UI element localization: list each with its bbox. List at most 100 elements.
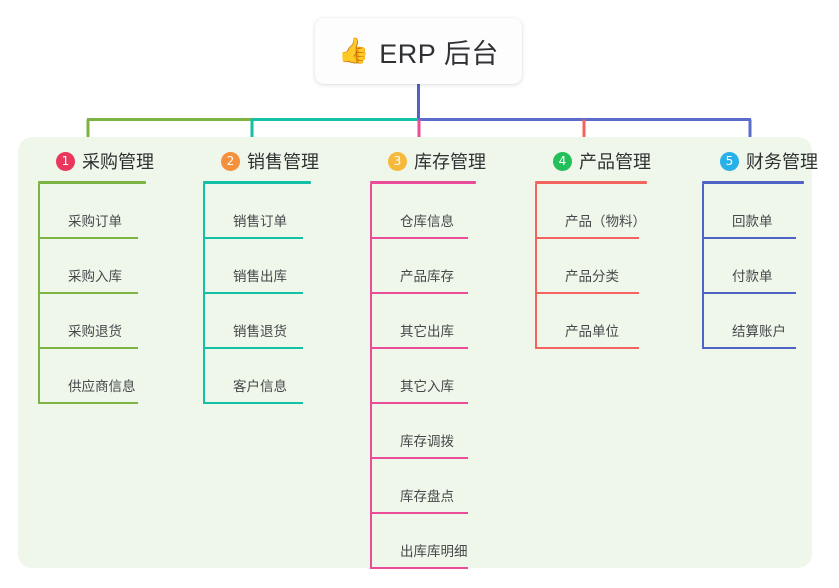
- leaf-label: 销售订单: [233, 214, 287, 229]
- branch-title: 库存管理: [414, 152, 486, 172]
- leaf-item[interactable]: 结算账户: [702, 294, 818, 349]
- leaf-label: 出库库明细: [400, 544, 468, 559]
- leaf-item[interactable]: 产品单位: [535, 294, 651, 349]
- branch-leaf-list: 产品（物料） 产品分类产品单位: [535, 184, 651, 349]
- leaf-label: 采购订单: [68, 214, 122, 229]
- leaf-label: 结算账户: [732, 324, 786, 339]
- leaf-label: 付款单: [732, 269, 773, 284]
- branch-header-rule: [535, 181, 647, 184]
- leaf-rule: [702, 237, 796, 239]
- leaf-rule: [38, 292, 138, 294]
- branch-column-库存管理: 3 库存管理仓库信息产品库存其它出库其它入库库存调拨库存盘点出库库明细: [370, 148, 486, 569]
- leaf-rule: [702, 347, 796, 349]
- leaf-rule: [203, 347, 303, 349]
- branch-header-库存管理[interactable]: 3 库存管理: [370, 148, 486, 174]
- branch-header-产品管理[interactable]: 4 产品管理: [535, 148, 651, 174]
- branch-title: 财务管理: [746, 152, 818, 172]
- leaf-label: 其它入库: [400, 379, 454, 394]
- root-title: ERP 后台: [379, 38, 499, 69]
- branch-title: 销售管理: [247, 152, 319, 172]
- leaf-item[interactable]: 库存盘点: [370, 459, 486, 514]
- leaf-label: 销售出库: [233, 269, 287, 284]
- branch-spine: [38, 184, 40, 404]
- leaf-label: 产品（物料）: [565, 214, 646, 229]
- leaf-label: 库存盘点: [400, 489, 454, 504]
- leaf-rule: [535, 237, 639, 239]
- branch-title: 采购管理: [82, 152, 154, 172]
- leaf-rule: [370, 457, 468, 459]
- leaf-item[interactable]: 销售出库: [203, 239, 319, 294]
- leaf-rule: [535, 347, 639, 349]
- leaf-rule: [38, 347, 138, 349]
- branch-spine: [702, 184, 704, 349]
- leaf-item[interactable]: 销售订单: [203, 184, 319, 239]
- leaf-rule: [203, 402, 303, 404]
- branch-number-badge: 2: [221, 151, 240, 171]
- leaf-item[interactable]: 客户信息: [203, 349, 319, 404]
- branch-number-badge: 5: [720, 151, 739, 171]
- leaf-label: 其它出库: [400, 324, 454, 339]
- leaf-label: 产品分类: [565, 269, 619, 284]
- leaf-item[interactable]: 其它出库: [370, 294, 486, 349]
- leaf-label: 产品库存: [400, 269, 454, 284]
- leaf-label: 产品单位: [565, 324, 619, 339]
- branch-header-财务管理[interactable]: 5 财务管理: [702, 148, 818, 174]
- branch-leaf-list: 仓库信息产品库存其它出库其它入库库存调拨库存盘点出库库明细: [370, 184, 486, 569]
- leaf-label: 客户信息: [233, 379, 287, 394]
- leaf-rule: [370, 237, 468, 239]
- leaf-item[interactable]: 产品库存: [370, 239, 486, 294]
- branch-number-badge: 1: [56, 151, 75, 171]
- leaf-rule: [370, 512, 468, 514]
- branches-panel: [18, 137, 812, 568]
- leaf-item[interactable]: 产品（物料）: [535, 184, 651, 239]
- leaf-item[interactable]: 回款单: [702, 184, 818, 239]
- leaf-item[interactable]: 采购入库: [38, 239, 154, 294]
- leaf-label: 供应商信息: [68, 379, 136, 394]
- branch-leaf-list: 销售订单销售出库销售退货客户信息: [203, 184, 319, 404]
- leaf-rule: [203, 237, 303, 239]
- leaf-item[interactable]: 付款单: [702, 239, 818, 294]
- branch-spine: [535, 184, 537, 349]
- leaf-item[interactable]: 采购退货: [38, 294, 154, 349]
- branch-column-销售管理: 2 销售管理销售订单销售出库销售退货客户信息: [203, 148, 319, 404]
- leaf-item[interactable]: 供应商信息: [38, 349, 154, 404]
- leaf-rule: [370, 347, 468, 349]
- leaf-label: 销售退货: [233, 324, 287, 339]
- leaf-item[interactable]: 库存调拨: [370, 404, 486, 459]
- leaf-label: 采购入库: [68, 269, 122, 284]
- leaf-label: 仓库信息: [400, 214, 454, 229]
- branch-column-财务管理: 5 财务管理回款单付款单结算账户: [702, 148, 818, 349]
- branch-header-采购管理[interactable]: 1 采购管理: [38, 148, 154, 174]
- leaf-rule: [370, 292, 468, 294]
- leaf-item[interactable]: 销售退货: [203, 294, 319, 349]
- root-node[interactable]: 👍 ERP 后台: [315, 18, 522, 84]
- leaf-item[interactable]: 出库库明细: [370, 514, 486, 569]
- leaf-rule: [38, 237, 138, 239]
- thumbs-up-icon: 👍: [338, 37, 370, 65]
- branch-leaf-list: 回款单付款单结算账户: [702, 184, 818, 349]
- branch-header-rule: [38, 181, 146, 184]
- leaf-rule: [370, 567, 468, 569]
- branch-header-rule: [370, 181, 476, 184]
- leaf-item[interactable]: 产品分类: [535, 239, 651, 294]
- leaf-item[interactable]: 其它入库: [370, 349, 486, 404]
- branch-column-采购管理: 1 采购管理采购订单采购入库采购退货供应商信息: [38, 148, 154, 404]
- leaf-label: 采购退货: [68, 324, 122, 339]
- leaf-rule: [38, 402, 138, 404]
- leaf-rule: [535, 292, 639, 294]
- branch-leaf-list: 采购订单采购入库采购退货供应商信息: [38, 184, 154, 404]
- leaf-item[interactable]: 仓库信息: [370, 184, 486, 239]
- branch-header-rule: [203, 181, 311, 184]
- branch-number-badge: 3: [388, 151, 407, 171]
- leaf-rule: [370, 402, 468, 404]
- branch-header-销售管理[interactable]: 2 销售管理: [203, 148, 319, 174]
- branch-title: 产品管理: [579, 152, 651, 172]
- leaf-item[interactable]: 采购订单: [38, 184, 154, 239]
- leaf-label: 回款单: [732, 214, 773, 229]
- branch-spine: [203, 184, 205, 404]
- leaf-rule: [702, 292, 796, 294]
- branch-number-badge: 4: [553, 151, 572, 171]
- branch-header-rule: [702, 181, 804, 184]
- leaf-label: 库存调拨: [400, 434, 454, 449]
